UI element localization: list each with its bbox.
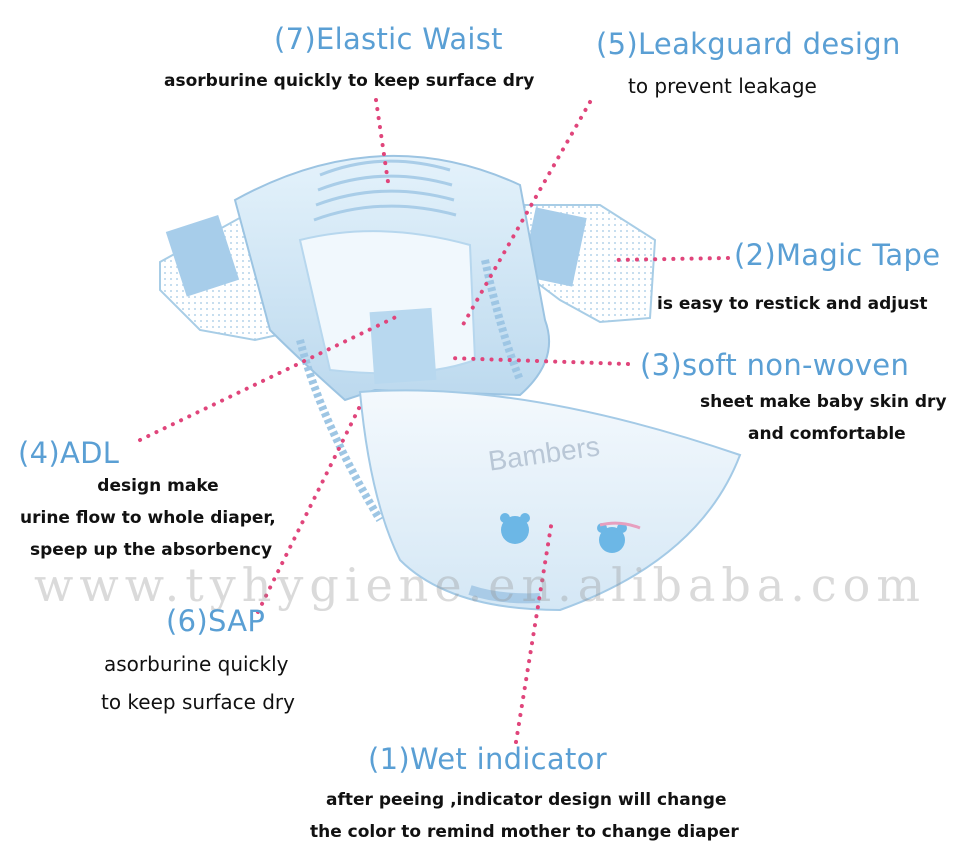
- leakguard-ruffle-left: [296, 339, 384, 523]
- magic-tape-desc: is easy to restick and adjust: [657, 294, 928, 314]
- sap-desc-1: asorburine quickly: [104, 652, 289, 676]
- wet-indicator-desc-1: after peeing ,indicator design will chan…: [326, 790, 727, 810]
- leakguard-desc: to prevent leakage: [628, 74, 817, 98]
- wet-indicator-desc-2: the color to remind mother to change dia…: [310, 822, 739, 842]
- panda-print: [500, 513, 627, 553]
- leader-lines: [138, 98, 730, 744]
- watermark-text: www.tyhygiene.en.alibaba.com: [34, 558, 926, 612]
- soft-nonwoven-desc-1: sheet make baby skin dry: [700, 392, 947, 412]
- sap-desc-2: to keep surface dry: [101, 690, 295, 714]
- wet-indicator-title: (1)Wet indicator: [368, 742, 607, 776]
- soft-nonwoven-title: (3)soft non-woven: [640, 348, 910, 382]
- elastic-waist-ridges: [313, 159, 457, 222]
- adl-layer: [369, 307, 437, 385]
- leakguard-title: (5)Leakguard design: [596, 27, 901, 61]
- leakguard-ruffle-right: [481, 259, 524, 382]
- leader-soft-nonwoven: [446, 356, 630, 366]
- right-tape-patch: [521, 207, 587, 287]
- leader-magic-tape: [608, 256, 730, 262]
- elastic-waist-desc: asorburine quickly to keep surface dry: [164, 71, 535, 91]
- elastic-waist-title: (7)Elastic Waist: [274, 22, 503, 56]
- adl-desc-3: speep up the absorbency: [30, 540, 273, 560]
- pink-stripe: [599, 521, 641, 530]
- magic-tape-title: (2)Magic Tape: [734, 238, 941, 272]
- leader-sap: [256, 400, 364, 614]
- sap-title: (6)SAP: [166, 604, 266, 638]
- left-tape-patch: [165, 215, 240, 297]
- wet-indicator-strip: [468, 585, 541, 604]
- leader-adl: [138, 313, 402, 442]
- soft-nonwoven-desc-2: and comfortable: [748, 424, 906, 444]
- leader-wet-indicator: [514, 518, 554, 744]
- adl-title: (4)ADL: [18, 436, 120, 470]
- leader-leakguard: [458, 100, 592, 332]
- adl-desc-1: design make: [97, 476, 219, 496]
- front-panel: [358, 389, 742, 612]
- adl-desc-2: urine flow to whole diaper,: [20, 508, 276, 528]
